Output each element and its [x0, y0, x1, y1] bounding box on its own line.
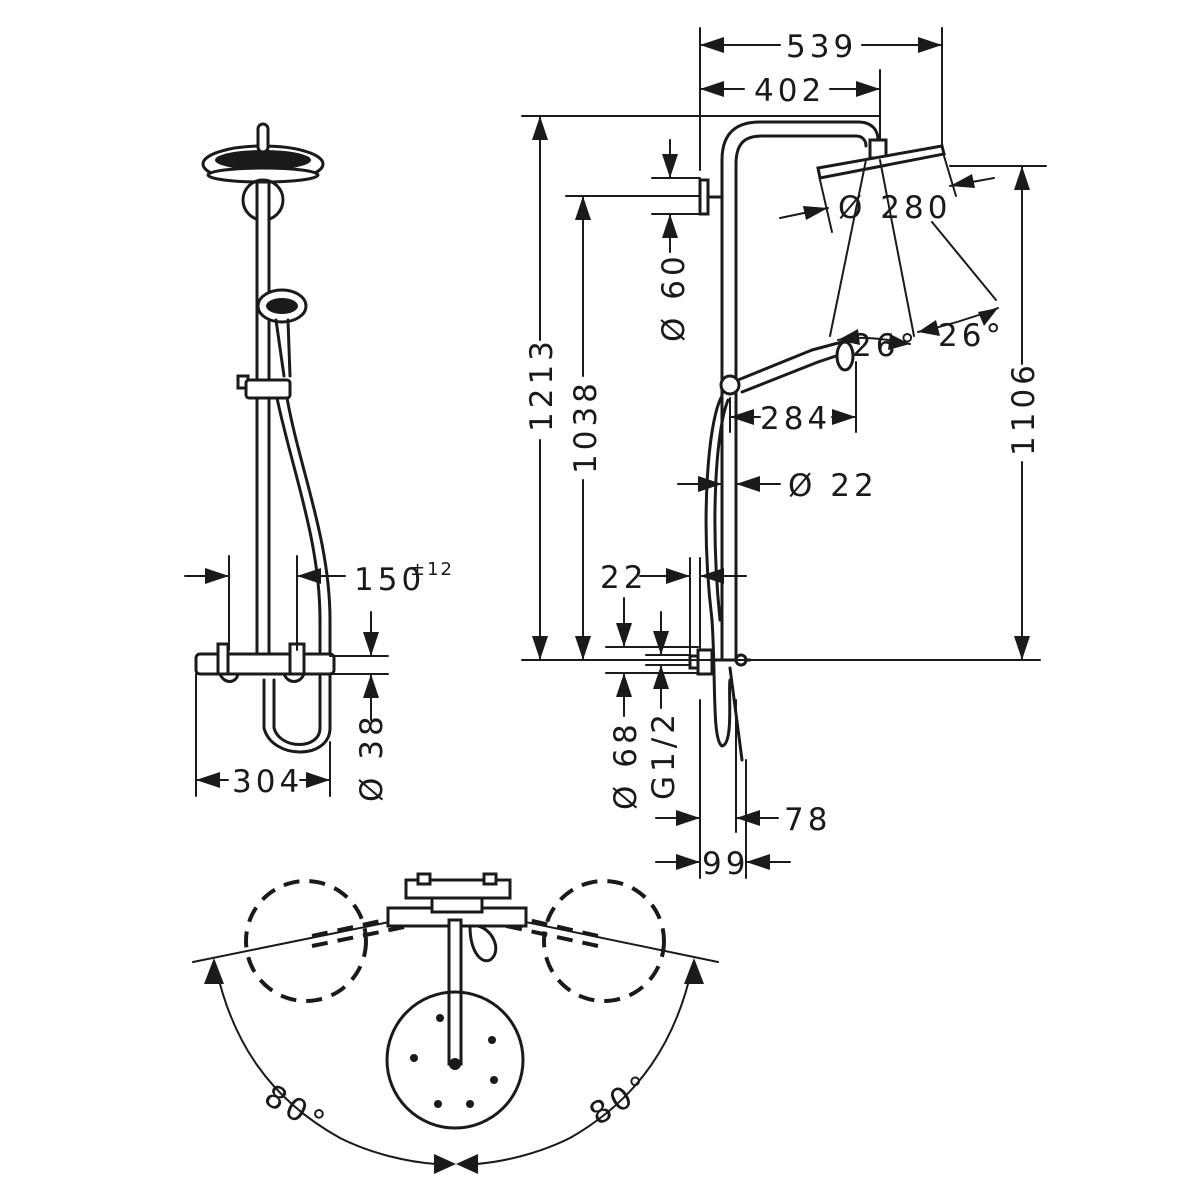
top-view: 80° 80° [192, 872, 719, 1174]
dim-handshower-length: 284 [760, 401, 831, 437]
side-hose [704, 394, 732, 748]
head-position-left [244, 879, 368, 1003]
dim-spacing: 150 [354, 562, 425, 598]
side-handshower [736, 340, 850, 394]
dim-mixer-diameter: Ø 38 [354, 712, 390, 802]
front-view: 150 ±12 Ø 38 304 [184, 122, 454, 802]
dim-height-head: 1106 [1006, 361, 1042, 456]
dim-depth-78: 78 [784, 802, 831, 838]
riser-pipe [255, 180, 271, 664]
shower-hose [262, 396, 332, 754]
side-view: 539 402 1213 1038 1106 [521, 27, 1047, 882]
dim-thread: G1/2 [646, 710, 682, 800]
side-handshower-holder [719, 374, 741, 396]
angle-arc-right [569, 967, 693, 1139]
side-mixer [696, 648, 714, 676]
overhead-shower-nozzles [215, 150, 311, 170]
angle-arc-left [215, 967, 341, 1139]
dim-connection-diameter: Ø 68 [608, 720, 644, 810]
angle-left: 80° [258, 1078, 334, 1143]
dim-tilt-right: 26° [938, 318, 1005, 354]
dim-spacing-tolerance: ±12 [410, 559, 454, 580]
dim-width: 304 [232, 764, 303, 800]
dim-depth-99: 99 [702, 846, 749, 882]
dim-pipe-diameter: Ø 22 [788, 468, 878, 504]
dim-height-bracket: 1038 [568, 379, 604, 474]
slider-holder [244, 378, 292, 400]
dim-reach-arm: 402 [754, 73, 825, 109]
dim-reach-overall: 539 [786, 29, 857, 65]
dim-head-diameter: Ø 280 [838, 190, 951, 226]
dim-height-overall: 1213 [524, 337, 560, 432]
top-overhead-shower [385, 990, 525, 1130]
riser-and-arm [720, 120, 880, 662]
dim-tilt-left: 26° [852, 328, 919, 364]
head-position-right [542, 879, 666, 1003]
dim-bracket-diameter: Ø 60 [656, 252, 692, 342]
dim-offset: 22 [600, 560, 647, 596]
